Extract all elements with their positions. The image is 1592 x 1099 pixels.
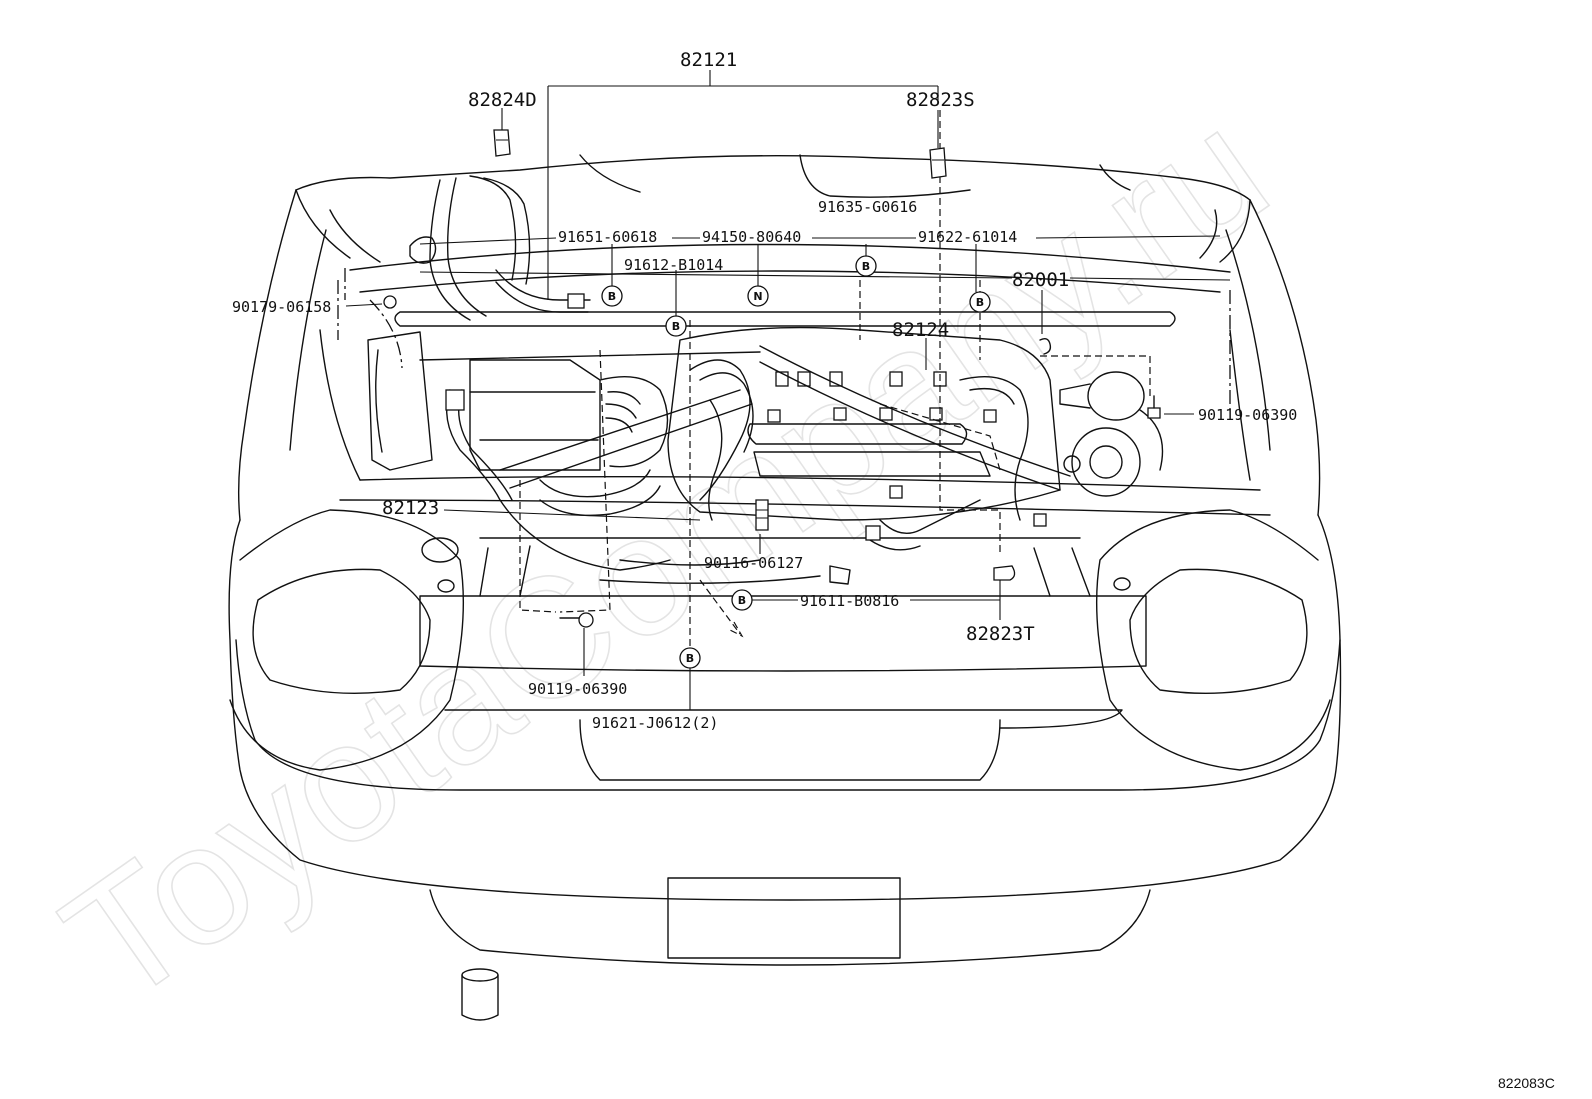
watermark-text: ToyotaCompany.ru [32, 74, 1299, 1041]
headlight-left [229, 509, 465, 771]
bolt-marker-b3-letter: B [862, 260, 870, 273]
dashed-routing [337, 110, 1231, 660]
diagram-reference-code: 822083C [1498, 1075, 1555, 1091]
label-91611-B0816: 91611-B0816 [800, 592, 899, 610]
bolt-marker-n1-letter: N [753, 290, 762, 303]
bolt-marker-b2-letter: B [672, 320, 680, 333]
headlight-right [1095, 509, 1331, 771]
label-90116-06127: 90116-06127 [704, 554, 803, 572]
label-82121: 82121 [680, 49, 737, 71]
bolt-marker-b6: B [679, 647, 701, 669]
bolt-marker-b5: B [731, 589, 753, 611]
label-82124: 82124 [892, 319, 949, 341]
label-91622-61014: 91622-61014 [918, 228, 1017, 246]
part-glyphs [383, 129, 1161, 628]
label-91612-B1014: 91612-B1014 [624, 256, 723, 274]
label-82123: 82123 [382, 497, 439, 519]
label-82823S: 82823S [906, 89, 975, 111]
label-90119-06390-left: 90119-06390 [528, 680, 627, 698]
label-91635-G0616: 91635-G0616 [818, 198, 917, 216]
part-labels: 82121 82824D 82823S 91635-G0616 91651-60… [232, 49, 1297, 732]
label-82001: 82001 [1012, 269, 1069, 291]
bolt-marker-b3: B [855, 255, 877, 277]
leader-lines [345, 70, 1231, 710]
label-90179-06158: 90179-06158 [232, 298, 331, 316]
wire-harness [409, 175, 1047, 571]
bolt-marker-b6-letter: B [686, 652, 694, 665]
engine-bay [367, 326, 1164, 597]
bolt-marker-n1: N [747, 285, 769, 307]
label-82823T: 82823T [966, 623, 1035, 645]
label-90119-06390-right: 90119-06390 [1198, 406, 1297, 424]
bolt-marker-b2: B [665, 315, 687, 337]
car-body-outline [228, 154, 1342, 1021]
bolt-marker-b1-letter: B [608, 290, 616, 303]
bolt-marker-b1: B [601, 285, 623, 307]
label-91651-60618: 91651-60618 [558, 228, 657, 246]
bolt-marker-b5-letter: B [738, 594, 746, 607]
label-91621-J0612: 91621-J0612(2) [592, 714, 718, 732]
bolt-marker-b4-letter: B [976, 296, 984, 309]
label-94150-80640: 94150-80640 [702, 228, 801, 246]
label-82824D: 82824D [468, 89, 537, 111]
bolt-marker-b4: B [969, 291, 991, 313]
